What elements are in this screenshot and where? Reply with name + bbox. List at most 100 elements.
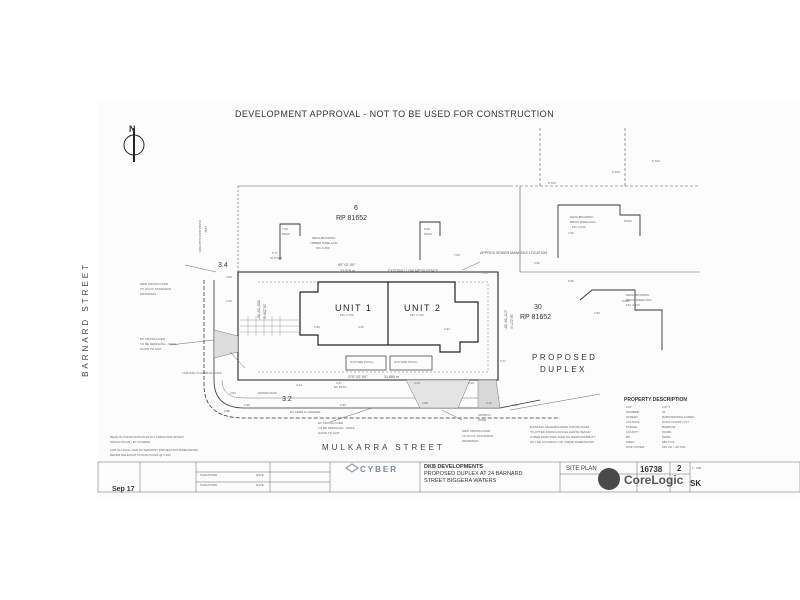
tsm-note: TSM NAIL IN KERB RL 2.520 [182,371,222,375]
title-block [97,461,800,493]
level-7: 2.84 [230,391,236,395]
signature-label-2: SIGNATURE [200,483,218,487]
level-gutter-1-value: 6.77 [272,251,278,255]
neighbour-crossover-note-4: OF THE ACCURACY OF THESE DIMENSIONS [530,440,595,444]
property-field-label: STREET: [626,415,639,419]
level-12: 2.99 [244,403,250,407]
low-mesh-fence-note: EXISTING LOW MESH FENCE [388,269,439,273]
level-18: 3.71 [500,359,506,363]
level-gutter-tr3: 5.700 [548,181,556,185]
level-peak-1-value: 7.50 [282,227,288,231]
corner-truncation-a: 3.4 [218,262,228,269]
neighbour-timber-label-1: NEIGHBOURING [312,236,336,240]
corelogic-logo-icon [598,468,620,490]
level-3: 3.36 [314,325,320,329]
north-label: N [129,124,136,134]
corner-truncation-b: 3.2 [282,396,292,403]
corelogic-watermark: CoreLogic [624,473,684,487]
signature-label-1: SIGNATURE [200,473,218,477]
future-pool-2-label: (FUTURE POOL) [394,360,418,364]
level-13: 2.93 [340,403,346,407]
level-peak-r3: 7.50 [594,311,600,315]
property-description-title: PROPERTY DESCRIPTION [624,397,687,403]
north-bearing: 90° 02' 00" [338,263,356,267]
drawing-scale: 1 : 200 [692,466,702,470]
approx-note-2: 20000 [478,418,487,422]
client-name: DKB DEVELOPMENTS [424,464,483,470]
lot6-rp: RP 81652 [336,215,368,222]
level-gutter-r2: 6.90 [568,279,574,283]
level-gutter-tr2: 5.700 [652,159,660,163]
level-16: 3.16 [512,403,518,407]
level-peak-1-label: PEAK [282,232,291,236]
date-label-1: DATE [256,473,264,477]
level-4: 3.45 [358,325,364,329]
level-14: 2.88 [422,401,428,405]
sheet-number: 2 [677,464,682,473]
property-field-label: NUMBER: [626,410,640,414]
property-field-label: LOT: [626,405,633,409]
unit-2-label: UNIT 2 [404,303,442,313]
site-plan-sheet [98,102,800,500]
level-11: 3.09 [468,381,474,385]
property-field-label: AREA: [626,440,636,444]
lot6-number: 6 [354,205,358,212]
new-crossover-south [405,379,471,409]
neighbour-brick-label-1: NEIGHBOURING [570,215,594,219]
neighbour-brick2-ffl: FFL 4.070 [626,303,640,307]
neighbour-brick-ffl: FFL 4.020 [572,225,586,229]
future-pool-1-label: (FUTURE POOL) [350,360,374,364]
property-field-value: LOT 5 [662,405,671,409]
south-length: 31.865 m [384,375,399,379]
property-field-value: 81652 [662,435,671,439]
property-field-value: 253 m2 = 46.79% [662,445,686,449]
unit-1-ffl: FFL 3.700 [340,313,354,317]
level-10: 3.29 [414,381,420,385]
proposed-label: PROPOSED [532,353,598,362]
demolish-south-note-1: EX CROSS-OVER [318,421,344,425]
crossover-north-note-2: TO GCCC STANDARD [140,287,171,291]
property-field-value: BARNARD/MULKARRA [662,415,695,419]
landscape-note-2: DESIGN PLAN - BY OTHERS [110,440,151,444]
property-field-value: BARROW [662,425,676,429]
property-field-label: PARISH: [626,425,638,429]
level-8: 3.24 [296,383,302,387]
unit-1-label: UNIT 1 [335,303,373,313]
neighbour-brick-dwelling-2 [579,289,663,350]
crossover-south-note-3: DRAWINGS [462,439,479,443]
level-2: 3.20 [226,299,232,303]
neighbour-brick-label-2: BRICK DWELLING [570,220,596,224]
neighbour-crossover-note-2: "PLOTTED FROM GOOGLE EARTH IMAGE" [530,430,591,434]
job-number: 16738 [640,465,663,474]
mulkarra-street-label: MULKARRA STREET [322,443,445,452]
water-main-note: WATER MAIN [258,391,277,395]
north-length: 33.928 m [340,269,355,273]
cyber-brand: CYBER [360,465,399,474]
west-bearing: 359° 59' 50" [256,300,261,320]
drawing-date: Sep 17 [112,486,135,493]
north-arrow [123,128,145,162]
project-line-2: STREET BIGGERA WATERS [424,478,497,484]
level-gutter-r: 5.90 [534,261,540,265]
crossover-south-note-1: NEW CROSS-OVER [462,429,491,433]
neighbour-brick2-label-2: BRICK DWELLING [626,298,652,302]
neighbour-crossover-note-1: EXISTING NEIGHBOURING CROSS-OVER [530,425,590,429]
crossover-north-note-3: DRAWINGS [140,292,157,296]
neighbour-brick2-label-1: NEIGHBOURING [626,293,650,297]
landscape-note-1: READ IN CONJUNCTION WITH LANDSCAPE INTEN… [110,435,185,439]
date-label-2: DATE [256,483,264,487]
lot30-rp: RP 81652 [520,314,552,321]
unit-2-ffl: FFL 3.700 [410,313,424,317]
overhead-electric-1: OVERHEAD ELECTRIC [198,220,202,253]
overhead-electric-2: LINE [204,226,208,233]
cyber-logo-mark [345,463,359,473]
property-field-label: COUNTY: [626,430,640,434]
property-field-value: 580.5 m2 [662,440,675,444]
level-peak-r: 8.020 [624,219,632,223]
property-field-value: WARD [662,430,672,434]
crossover-south-note-2: TO GCCC STANDARD [462,434,493,438]
kerb-note: EX KERB & CHANNEL [290,410,322,414]
east-bearing: 179° 59' 50" [503,310,508,330]
neighbour-timber-ffl: FFL 4.250 [316,246,330,250]
level-9: 3.27 [336,381,342,385]
